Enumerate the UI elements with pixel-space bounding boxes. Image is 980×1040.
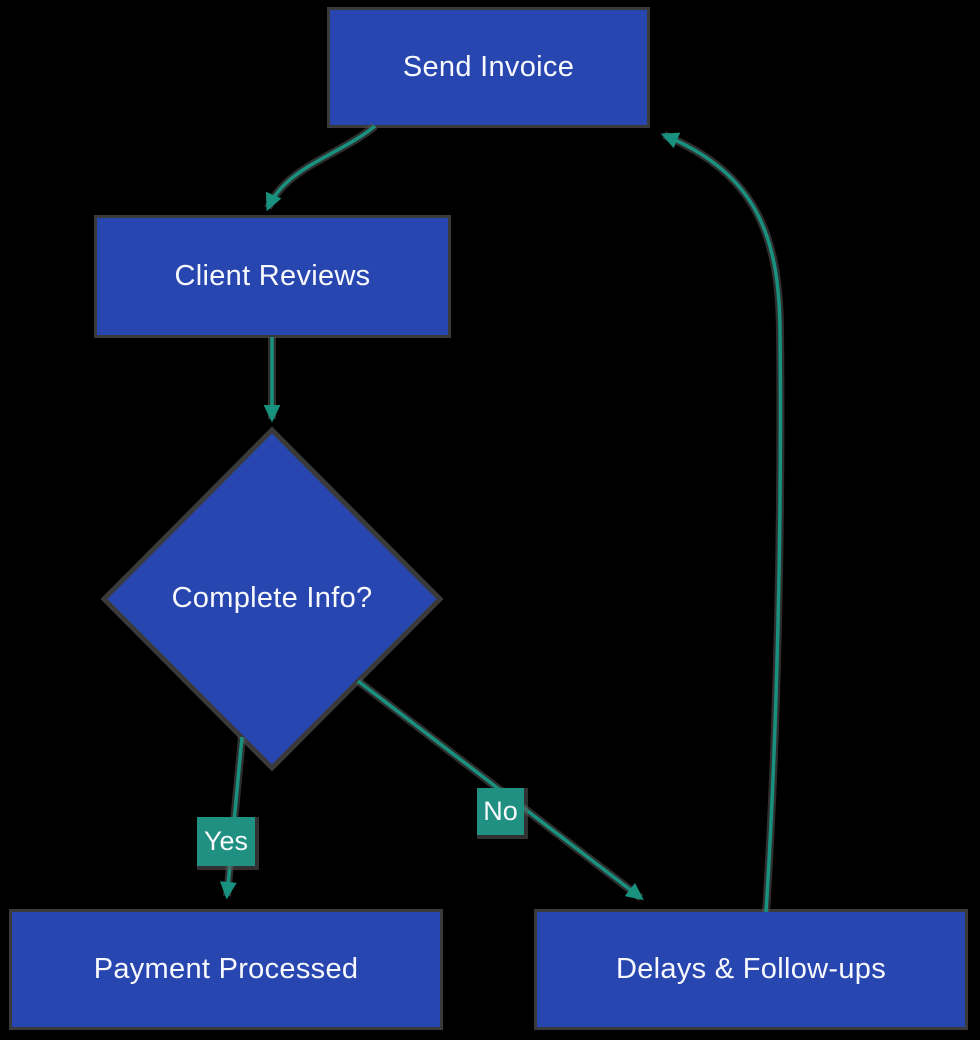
edge-label-yes-badge: Yes (197, 817, 255, 866)
edge-label-yes-text: Yes (203, 826, 249, 856)
edge-delays-back-to-send (660, 132, 783, 913)
edge-label-no-badge: No (477, 788, 524, 835)
node-delays-followups: Delays & Follow-ups (537, 912, 965, 1027)
edge-label-no-text: No (483, 796, 518, 826)
node-complete-info-label: Complete Info? (171, 582, 373, 614)
node-client-reviews: Client Reviews (97, 218, 448, 335)
node-payment-processed-label: Payment Processed (93, 953, 359, 985)
edge-send-to-client (265, 124, 377, 212)
node-payment-processed: Payment Processed (12, 912, 440, 1027)
node-delays-followups-label: Delays & Follow-ups (615, 953, 886, 985)
node-send-invoice-label: Send Invoice (402, 51, 575, 83)
node-send-invoice: Send Invoice (330, 10, 647, 125)
node-client-reviews-label: Client Reviews (174, 260, 371, 292)
